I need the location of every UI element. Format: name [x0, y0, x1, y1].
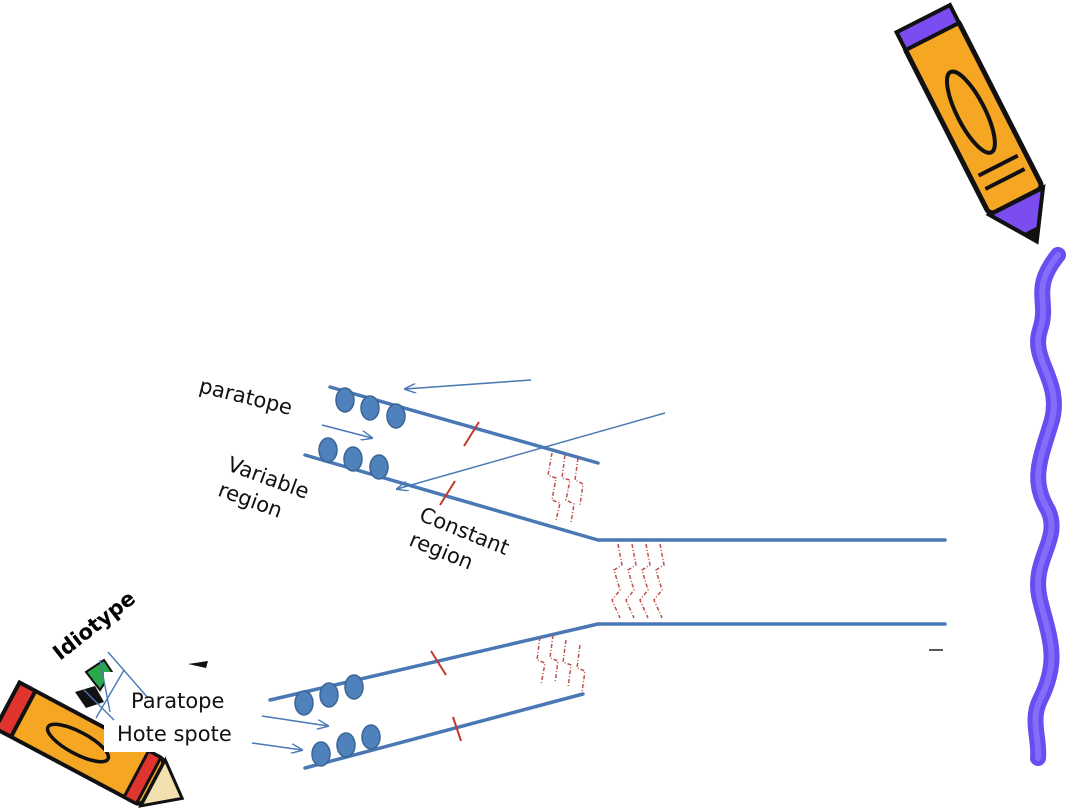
annotation-arrows — [251, 379, 666, 750]
idiotype-figure — [75, 651, 234, 752]
paratope-label: paratope — [197, 374, 295, 420]
arrow-constant-region — [397, 412, 666, 489]
idiotype-label: Idiotype — [48, 586, 140, 665]
arrow-paratope-bottom — [261, 715, 328, 726]
pencil-icon-bottom-left — [0, 679, 185, 808]
vc-boundary-marks — [430, 421, 480, 742]
constant-region-label: Constant region — [406, 502, 513, 574]
pencil-icon-top-right — [893, 2, 1046, 245]
disulfide-bonds — [536, 452, 665, 693]
upper-fab-arm — [268, 385, 947, 770]
arrow-paratope — [321, 424, 372, 438]
variable-region-label: Variable region — [215, 452, 312, 523]
arrow-hot-spot — [251, 742, 302, 750]
paratope-bottom-label: Paratope — [131, 689, 224, 713]
arrow-antigen-to-bead — [405, 379, 532, 389]
variable-domain-beads — [294, 387, 406, 767]
hot-spot-label: Hote spote — [117, 722, 232, 746]
lower-heavy-chain — [268, 622, 600, 702]
